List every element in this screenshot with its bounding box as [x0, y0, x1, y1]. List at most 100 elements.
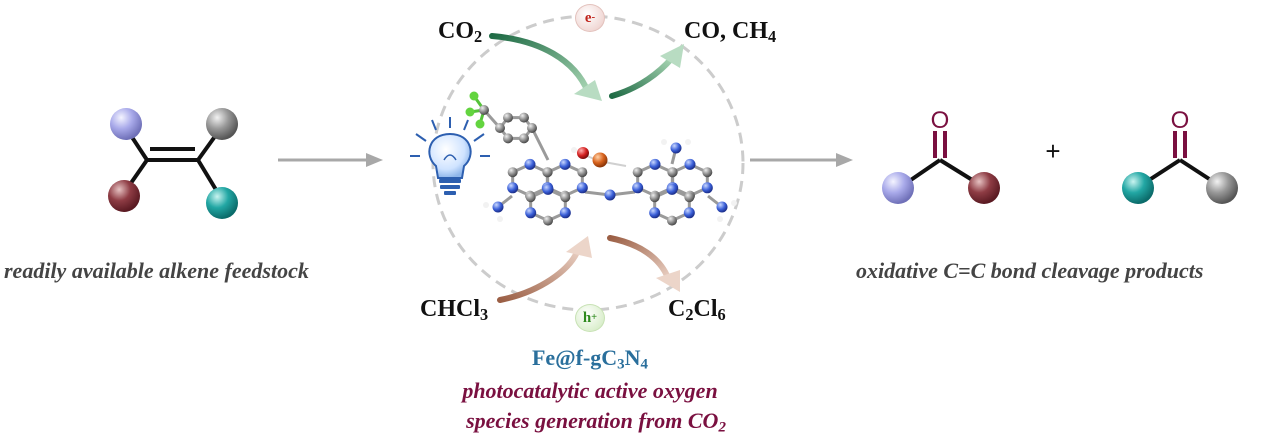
- nitrogen-atom: [683, 207, 695, 219]
- substituent-gray: [1206, 172, 1238, 204]
- carbon-atom: [503, 112, 513, 123]
- catalyst-molecule: [465, 91, 737, 226]
- caption-line-2: species generation from CO2: [0, 408, 1192, 436]
- reaction-arrow-right: [750, 153, 853, 167]
- nitrogen-atom: [559, 207, 571, 219]
- c2cl6-arrow: [607, 235, 680, 292]
- carbon-atom: [525, 192, 536, 203]
- catalyst-subscript-2: 4: [640, 356, 649, 373]
- c2cl6-cl-subscript: 6: [717, 305, 726, 325]
- nitrogen-atom: [524, 158, 536, 170]
- alkene-structure: [108, 108, 238, 219]
- c2cl6-c-subscript: 2: [685, 305, 694, 325]
- substituent-gray: [206, 108, 238, 140]
- hydrogen-atom: [731, 200, 737, 206]
- nitrogen-atom: [649, 158, 661, 170]
- substituent-purple: [110, 108, 142, 140]
- ketone-product-2: O: [1122, 107, 1238, 204]
- co-text: CO: [684, 18, 720, 44]
- iron-atom: [592, 152, 608, 168]
- molecule-bond: [603, 161, 627, 167]
- hydrogen-atom: [685, 139, 691, 145]
- chcl3-label: CHCl3: [420, 296, 488, 323]
- caption-line-2-text: species generation from CO: [466, 408, 719, 433]
- fluorine-atom: [465, 107, 475, 117]
- co2-reduction-arrow: [489, 33, 602, 101]
- oxygen-label: O: [931, 107, 950, 134]
- oxygen-atom: [577, 147, 589, 159]
- ch4-text: , CH: [720, 18, 768, 44]
- carbon-atom: [560, 192, 571, 203]
- nitrogen-atom: [604, 189, 616, 201]
- carbon-atom: [649, 192, 660, 203]
- hydrogen-atom: [483, 202, 489, 208]
- nitrogen-atom: [492, 201, 504, 213]
- caption-line-2-subscript: 2: [718, 419, 726, 436]
- co-ch4-label: CO, CH4: [684, 18, 776, 45]
- catalyst-text-2: N: [624, 345, 641, 370]
- alkene-feedstock-label: readily available alkene feedstock: [4, 258, 309, 283]
- carbon-atom: [507, 167, 518, 178]
- co2-text: CO: [438, 18, 474, 44]
- catalyst-subscript-1: 3: [617, 356, 625, 373]
- chcl3-text: CHCl: [420, 296, 480, 322]
- chcl3-subscript: 3: [480, 305, 489, 325]
- nitrogen-atom: [666, 183, 678, 195]
- co2-subscript: 2: [474, 27, 483, 47]
- molecule-bond: [530, 127, 550, 161]
- ch4-subscript: 4: [768, 27, 777, 47]
- electron-letter: e: [584, 9, 592, 26]
- hole-badge: h+: [575, 304, 605, 332]
- hydrogen-atom: [717, 216, 723, 222]
- carbon-atom: [667, 167, 678, 178]
- nitrogen-atom: [632, 182, 644, 194]
- photocatalytic-cycle: [431, 14, 745, 312]
- oxygen-label: O: [1171, 107, 1190, 134]
- carbon-atom: [542, 167, 553, 178]
- catalyst-text-1: Fe@f-gC: [531, 345, 618, 370]
- c2cl6-label: C2Cl6: [668, 296, 726, 323]
- fluorine-atom: [475, 119, 485, 129]
- nitrogen-atom: [670, 142, 682, 154]
- c2cl6-cl: Cl: [693, 296, 718, 322]
- carbon-atom: [543, 215, 553, 226]
- electron-badge: e-: [575, 4, 605, 32]
- caption-line-1: photocatalytic active oxygen: [462, 378, 718, 403]
- substituent-maroon: [108, 180, 140, 212]
- cleavage-products-label: oxidative C=C bond cleavage products: [856, 258, 1204, 283]
- carbon-atom: [495, 123, 505, 133]
- substituent-teal: [206, 187, 238, 219]
- hydrogen-atom: [571, 147, 577, 153]
- substituent-purple: [882, 172, 914, 204]
- carbon-atom: [632, 167, 643, 178]
- substituent-maroon: [968, 172, 1000, 204]
- carbon-atom: [527, 123, 537, 133]
- ketone-product-1: O: [882, 107, 1000, 204]
- carbon-atom: [519, 133, 529, 144]
- hydrogen-atom: [497, 216, 503, 222]
- nitrogen-atom: [507, 182, 519, 194]
- nitrogen-atom: [701, 182, 713, 194]
- catalyst-name: Fe@f-gC3N4: [0, 345, 1180, 373]
- nitrogen-atom: [525, 207, 537, 219]
- substituent-teal: [1122, 172, 1154, 204]
- nitrogen-atom: [559, 158, 571, 170]
- chcl3-oxidation-arrow: [497, 236, 592, 303]
- light-bulb-icon: [410, 117, 490, 195]
- nitrogen-atom: [684, 158, 696, 170]
- hydrogen-atom: [661, 139, 667, 145]
- carbon-atom: [503, 133, 513, 144]
- nitrogen-atom: [649, 207, 661, 219]
- nitrogen-atom: [542, 183, 554, 195]
- nitrogen-atom: [576, 182, 588, 194]
- carbon-atom: [479, 105, 489, 115]
- carbon-atom: [519, 112, 529, 123]
- nitrogen-atom: [716, 201, 728, 213]
- fluorine-atom: [469, 91, 479, 101]
- plus-sign: +: [1045, 136, 1060, 166]
- hole-letter: h: [582, 309, 592, 326]
- carbon-atom: [577, 167, 588, 178]
- carbon-atom: [702, 167, 713, 178]
- c2cl6-c: C: [668, 296, 686, 322]
- co-ch4-arrow: [609, 44, 684, 99]
